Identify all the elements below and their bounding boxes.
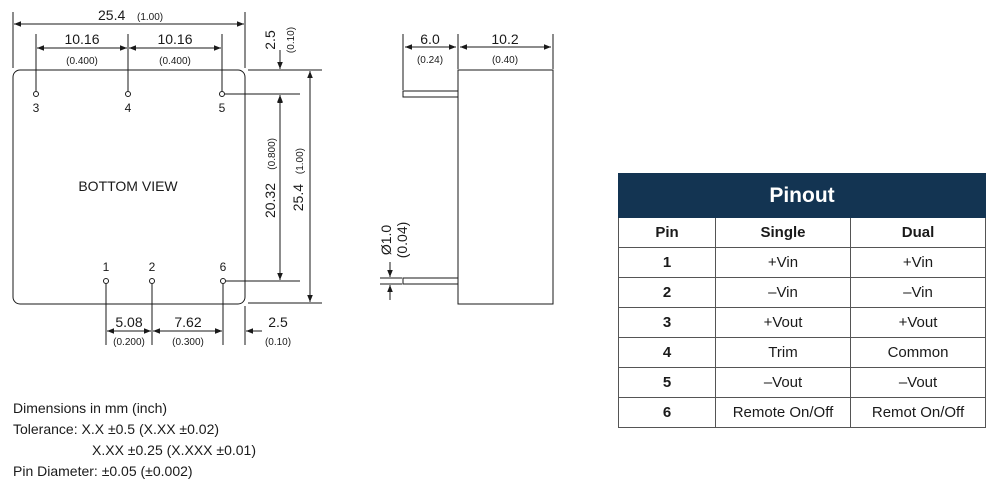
single-function: +Vout	[715, 307, 851, 338]
pin-span-dim: 20.32	[262, 183, 278, 218]
bottom-view	[12, 12, 322, 345]
dual-function: –Vout	[850, 367, 986, 398]
bottom-view-label: BOTTOM VIEW	[78, 178, 178, 194]
lower-pin	[402, 277, 459, 285]
overall-height-dim-inch: (1.00)	[295, 148, 306, 174]
pin-3-marker	[33, 91, 39, 97]
module-side-outline	[457, 69, 554, 305]
body-depth-dim: 10.2	[491, 31, 518, 47]
pin-3-label: 3	[33, 101, 40, 115]
bottom-c-dim: 2.5	[268, 314, 288, 330]
pin-number: 4	[618, 337, 716, 368]
table-row: 6 Remote On/Off Remot On/Off	[618, 397, 986, 428]
notes-pin-diameter: Pin Diameter: ±0.05 (±0.002)	[13, 463, 193, 479]
table-row: 2 –Vin –Vin	[618, 277, 986, 308]
top-offset-dim-inch: (0.10)	[286, 27, 297, 53]
pin-number: 3	[618, 307, 716, 338]
pitch-a-dim-inch: (0.400)	[66, 56, 98, 67]
overall-width-dim-inch: (1.00)	[137, 12, 163, 23]
pin-1-label: 1	[103, 260, 110, 274]
bottom-a-dim: 5.08	[115, 314, 142, 330]
bottom-c-dim-inch: (0.10)	[265, 337, 291, 348]
pin-2-label: 2	[149, 260, 156, 274]
module-outline	[12, 69, 246, 305]
dual-function: Remot On/Off	[850, 397, 986, 428]
pin-number: 5	[618, 367, 716, 398]
pin-diameter-dim: Ø1.0	[378, 225, 394, 256]
bottom-b-dim-inch: (0.300)	[172, 337, 204, 348]
dimension-notes: Dimensions in mm (inch) Tolerance: X.X ±…	[13, 398, 256, 482]
single-function: +Vin	[715, 247, 851, 278]
table-row: 5 –Vout –Vout	[618, 367, 986, 398]
pin-5-label: 5	[219, 101, 226, 115]
pin-number: 6	[618, 397, 716, 428]
header-pin: Pin	[618, 217, 716, 248]
dual-function: +Vout	[850, 307, 986, 338]
body-depth-dim-inch: (0.40)	[492, 55, 518, 66]
pitch-a-dim: 10.16	[64, 31, 99, 47]
notes-tolerance: Tolerance: X.X ±0.5 (X.XX ±0.02)	[13, 421, 220, 437]
overall-width-dim: 25.4	[98, 7, 125, 23]
single-function: –Vin	[715, 277, 851, 308]
bottom-a-dim-inch: (0.200)	[113, 337, 145, 348]
pinout-header-row: Pin Single Dual	[618, 217, 986, 248]
pin-length-dim: 6.0	[420, 31, 440, 47]
top-offset-dim: 2.5	[262, 30, 278, 50]
notes-units: Dimensions in mm (inch)	[13, 400, 168, 416]
pin-2-marker	[149, 278, 155, 284]
single-function: Trim	[715, 337, 851, 368]
pin-6-marker	[220, 278, 226, 284]
pitch-b-dim-inch: (0.400)	[159, 56, 191, 67]
notes-tolerance-2: X.XX ±0.25 (X.XXX ±0.01)	[92, 442, 257, 458]
pinout-table: Pinout Pin Single Dual 1 +Vin +Vin 2 –Vi…	[618, 173, 986, 428]
table-row: 1 +Vin +Vin	[618, 247, 986, 278]
pin-span-dim-inch: (0.800)	[267, 138, 278, 170]
pin-number: 2	[618, 277, 716, 308]
overall-height-dim: 25.4	[290, 184, 306, 211]
pin-4-marker	[125, 91, 131, 97]
pin-length-dim-inch: (0.24)	[417, 55, 443, 66]
pin-diameter-dim-inch: (0.04)	[394, 222, 410, 259]
header-single: Single	[715, 217, 851, 248]
table-row: 3 +Vout +Vout	[618, 307, 986, 338]
single-function: –Vout	[715, 367, 851, 398]
single-function: Remote On/Off	[715, 397, 851, 428]
pin-6-label: 6	[220, 260, 227, 274]
pin-1-marker	[103, 278, 109, 284]
dual-function: +Vin	[850, 247, 986, 278]
pin-5-marker	[219, 91, 225, 97]
bottom-b-dim: 7.62	[174, 314, 201, 330]
pin-4-label: 4	[125, 101, 132, 115]
dual-function: –Vin	[850, 277, 986, 308]
pinout-title: Pinout	[618, 173, 986, 218]
header-dual: Dual	[850, 217, 986, 248]
pitch-b-dim: 10.16	[157, 31, 192, 47]
side-view	[380, 34, 554, 305]
table-row: 4 Trim Common	[618, 337, 986, 368]
dual-function: Common	[850, 337, 986, 368]
upper-pin	[402, 90, 459, 98]
pin-number: 1	[618, 247, 716, 278]
